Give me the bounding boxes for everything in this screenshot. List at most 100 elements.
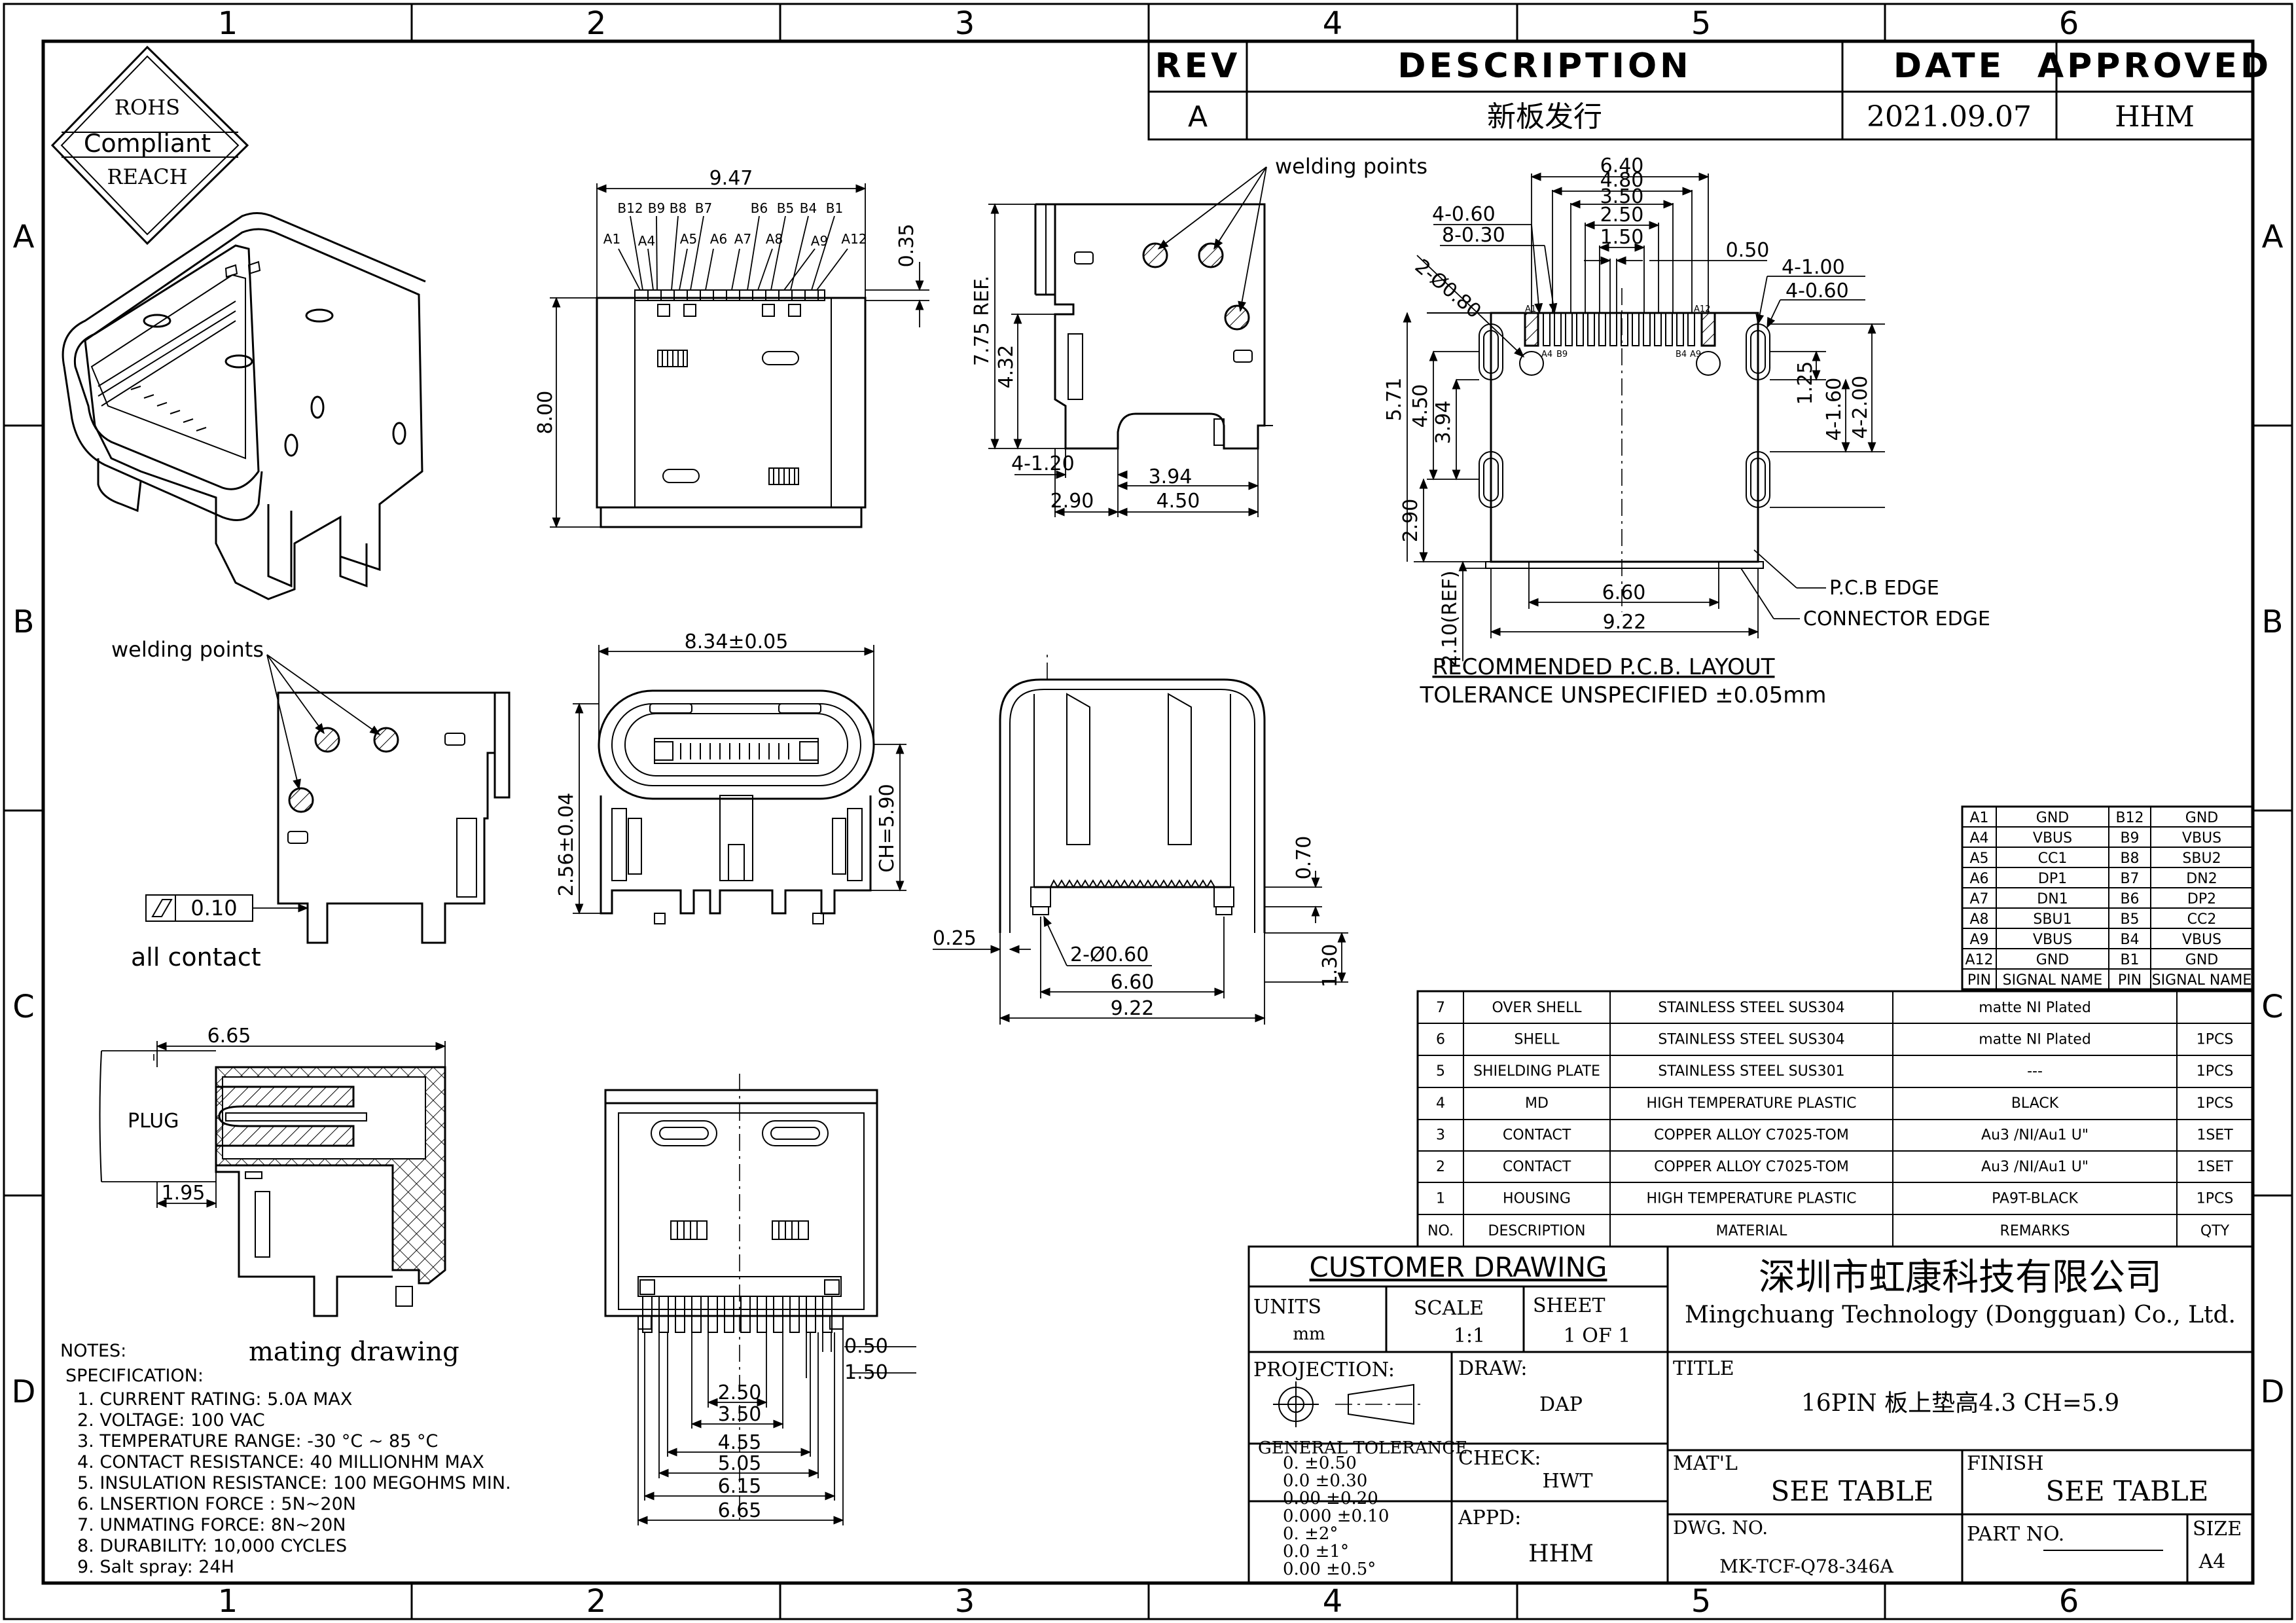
plug-label: PLUG (128, 1110, 179, 1133)
bom-cell: HOUSING (1503, 1191, 1571, 1207)
column-label-3-bottom: 3 (955, 1583, 975, 1620)
badge-reach: REACH (107, 164, 188, 189)
description-value: 新板发行 (1487, 100, 1602, 134)
rear-view: 9.22 6.60 2-Ø0.60 0.25 0.70 1.30 (933, 655, 1348, 1025)
pin-table-header: PIN (2118, 972, 2142, 989)
bom-cell: MD (1525, 1095, 1549, 1112)
dim-mating-195: 1.95 (162, 1182, 206, 1205)
pcb-pad-label-a4: A4 (1541, 350, 1552, 359)
row-label-d: D (12, 1374, 36, 1410)
drawing-title: 16PIN 板上垫高4.3 CH=5.9 (1801, 1390, 2119, 1417)
bom-header: REMARKS (2000, 1223, 2070, 1239)
pin-table-cell: DP1 (2038, 871, 2067, 887)
scale-label: SCALE (1414, 1297, 1484, 1320)
pin-table-cell: GND (2185, 952, 2218, 968)
bom-cell: PA9T-BLACK (1992, 1191, 2078, 1207)
bom-cell: 1PCS (2197, 1191, 2234, 1207)
dim-rear-070: 0.70 (1293, 836, 1316, 880)
badge-compliant: Compliant (84, 129, 211, 158)
top-view: B12 B9 B8 B7 B6 B5 B4 B1 A1 A4 A5 A6 A7 … (534, 167, 929, 528)
bom-cell: CONTACT (1503, 1127, 1571, 1143)
revision-table: REV DESCRIPTION DATE APPROVED A 新板发行 202… (1147, 40, 2272, 141)
pin-table-cell: B9 (2120, 830, 2139, 847)
spec-item: 6. LNSERTION FORCE : 5N~20N (77, 1494, 356, 1514)
column-label-1: 1 (218, 5, 238, 42)
pin-table-cell: GND (2036, 952, 2069, 968)
all-contact-label: all contact (131, 943, 261, 972)
dim-side-d4: 4.50 (1157, 490, 1200, 513)
pin-mark-a1: A1 (603, 231, 620, 247)
units-value: mm (1293, 1324, 1325, 1344)
dim-rear-130: 1.30 (1319, 944, 1342, 988)
bom-cell: HIGH TEMPERATURE PLASTIC (1647, 1095, 1857, 1112)
spec-item: 3. TEMPERATURE RANGE: -30 °C ~ 85 °C (77, 1431, 438, 1451)
dim-pcb-slot060: 4-0.60 (1785, 280, 1849, 302)
tolerance-row: 0. ±2° (1283, 1524, 1338, 1544)
bom-cell: SHELL (1515, 1032, 1560, 1048)
dim-bottom-665: 6.65 (718, 1499, 762, 1522)
bom-cell: 1PCS (2197, 1063, 2234, 1080)
isometric-view (62, 212, 426, 600)
approved-header: APPROVED (2037, 46, 2272, 86)
pin-mark-b9: B9 (648, 200, 665, 216)
dim-side-d2: 3.94 (1149, 465, 1193, 488)
appd-value: HHM (1528, 1541, 1594, 1567)
connector-edge-label: CONNECTOR EDGE (1803, 608, 1990, 630)
dim-pcb-250: 2.50 (1600, 204, 1644, 227)
dim-pcb-571: 5.71 (1383, 378, 1406, 422)
pin-table-cell: CC1 (2038, 850, 2068, 867)
dim-rear-922: 9.22 (1111, 997, 1155, 1020)
pin-mark-b4: B4 (800, 200, 817, 216)
pin-mark-b7: B7 (695, 200, 712, 216)
pin-mark-b12: B12 (617, 200, 643, 216)
bom-cell: COPPER ALLOY C7025-TOM (1654, 1159, 1849, 1175)
pin-mark-b8: B8 (670, 200, 687, 216)
dim-ch: CH=5.90 (876, 784, 899, 872)
pin-table-cell: A4 (1969, 830, 1988, 847)
appd-label: APPD: (1458, 1506, 1521, 1529)
row-label-a: A (13, 219, 35, 255)
finish-label: FINISH (1967, 1452, 2043, 1475)
dim-bottom-150: 1.50 (844, 1361, 888, 1384)
dim-bottom-350: 3.50 (718, 1403, 762, 1426)
pin-table-cell: B12 (2115, 810, 2144, 826)
pin-table-header: SIGNAL NAME (2003, 972, 2103, 989)
column-label-4: 4 (1323, 5, 1343, 42)
pin-mark-b5: B5 (777, 200, 794, 216)
row-label-b: B (13, 604, 35, 640)
dim-pcb-640: 6.40 (1600, 155, 1644, 177)
front-view: 8.34±0.05 2.56±0.04 CH=5.90 (555, 630, 906, 924)
pin-table-cell: GND (2036, 810, 2069, 826)
pin-table-cell: VBUS (2182, 932, 2221, 948)
pin-table-cell: B8 (2120, 850, 2139, 867)
pin-mark-a7: A7 (734, 231, 751, 247)
bom-cell: 1 (1436, 1191, 1445, 1207)
bom-cell: 1SET (2197, 1159, 2233, 1175)
scale-value: 1:1 (1454, 1324, 1485, 1347)
dim-pcb-660: 6.60 (1602, 581, 1646, 604)
company-name-cn: 深圳市虹康科技有限公司 (1759, 1256, 2162, 1299)
title-block: CUSTOMER DRAWING UNITS mm SCALE 1:1 SHEE… (1247, 1245, 2254, 1584)
spec-item: 5. INSULATION RESISTANCE: 100 MEGOHMS MI… (77, 1473, 511, 1493)
projection-symbol (1273, 1381, 1424, 1427)
welding-points-label-left: welding points (111, 637, 264, 662)
row-label-a-right: A (2262, 219, 2284, 255)
dim-side-d1: 4-1.20 (1011, 452, 1075, 475)
approved-value: HHM (2115, 100, 2195, 134)
pin-table-cell: B7 (2120, 871, 2139, 887)
row-label-b-right: B (2262, 604, 2284, 640)
pcb-layout-title: RECOMMENDED P.C.B. LAYOUT (1432, 654, 1774, 680)
tolerance-row: 0. ±0.50 (1283, 1453, 1357, 1473)
row-label-d-right: D (2261, 1374, 2285, 1410)
bom-cell: 1PCS (2197, 1032, 2234, 1048)
pin-table-cell: A6 (1969, 871, 1988, 887)
bom-cell: 1PCS (2197, 1095, 2234, 1112)
rev-header: REV (1155, 46, 1241, 86)
draw-label: DRAW: (1458, 1357, 1527, 1380)
sheet-value: 1 OF 1 (1564, 1324, 1631, 1347)
column-label-5-bottom: 5 (1691, 1583, 1712, 1620)
pcb-pad-label-b9: B9 (1556, 350, 1568, 359)
dim-bottom-615: 6.15 (718, 1475, 762, 1498)
